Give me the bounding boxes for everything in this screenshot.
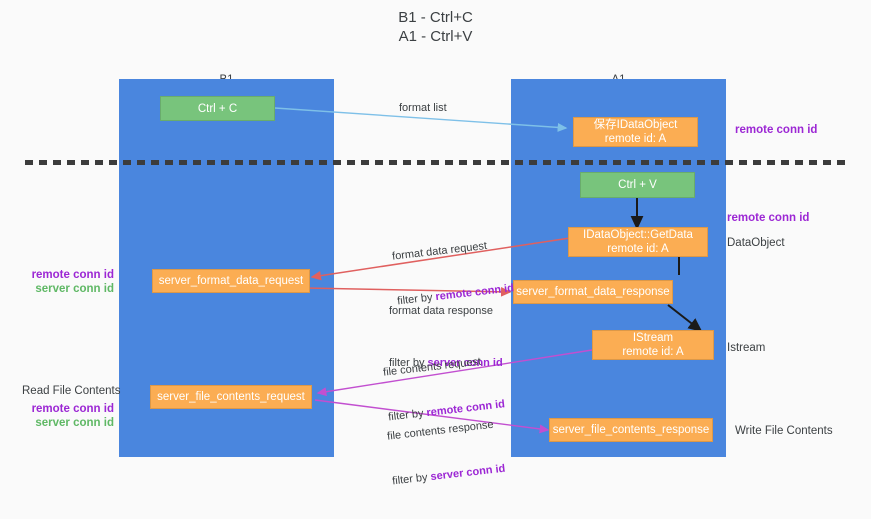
edge-label-format-data-request-main: format data request <box>391 240 488 263</box>
phase-divider <box>25 160 845 165</box>
diagram-canvas: B1 - Ctrl+C A1 - Ctrl+V B1 connection A1… <box>22 9 845 487</box>
node-server-file-contents-request[interactable]: server_file_contents_request <box>150 385 312 409</box>
edge-label-filter-prefix-4: filter by <box>391 471 432 488</box>
edge-label-file-contents-response-main: file contents response <box>386 418 495 443</box>
edge-label-file-contents-response-filter: filter by server conn id <box>391 462 506 490</box>
edge-label-file-contents-request-main: file contents request <box>382 355 482 379</box>
edge-label-format-data-response-filter: filter by server conn id <box>389 356 503 371</box>
edge-label-file-contents-response: file contents response filter by server … <box>383 387 510 519</box>
node-ctrl-v[interactable]: Ctrl + V <box>580 172 695 198</box>
node-server-format-data-request[interactable]: server_format_data_request <box>152 269 310 293</box>
edge-label-format-data-response: format data response filter by server co… <box>389 274 503 401</box>
annotation-left-server-conn-id-bottom: server conn id <box>35 417 114 429</box>
edge-label-filter-key-2: server conn id <box>427 357 503 369</box>
edge-label-filter-prefix-2: filter by <box>389 357 428 369</box>
annotation-right-remote-conn-id-top: remote conn id <box>735 124 818 136</box>
annotation-left-conn-ids-top: remote conn id server conn id <box>22 268 114 296</box>
node-server-format-data-response[interactable]: server_format_data_response <box>513 280 673 304</box>
node-save-idataobject[interactable]: 保存IDataObject remote id: A <box>573 117 698 147</box>
annotation-left-remote-conn-id-bottom: remote conn id <box>31 403 114 415</box>
node-server-file-contents-response[interactable]: server_file_contents_response <box>549 418 713 442</box>
edge-label-format-list: format list <box>399 102 447 114</box>
annotation-right-dataobject: DataObject <box>727 237 785 249</box>
annotation-right-remote-conn-id-mid: remote conn id <box>727 212 810 224</box>
annotation-left-server-conn-id-top: server conn id <box>35 283 114 295</box>
node-idataobject-getdata[interactable]: IDataObject::GetData remote id: A <box>568 227 708 257</box>
edge-label-filter-key-4: server conn id <box>429 462 506 484</box>
annotation-right-istream: Istream <box>727 342 766 354</box>
diagram-title: B1 - Ctrl+C A1 - Ctrl+V <box>398 9 473 45</box>
annotation-left-conn-ids-bottom: remote conn id server conn id <box>22 402 114 430</box>
edge-label-format-data-response-main: format data response <box>389 305 493 317</box>
annotation-left-read-file-contents: Read File Contents <box>22 385 121 397</box>
node-ctrl-c[interactable]: Ctrl + C <box>160 96 275 121</box>
annotation-left-remote-conn-id-top: remote conn id <box>31 269 114 281</box>
node-istream[interactable]: IStream remote id: A <box>592 330 714 360</box>
annotation-right-write-file-contents: Write File Contents <box>735 425 833 437</box>
